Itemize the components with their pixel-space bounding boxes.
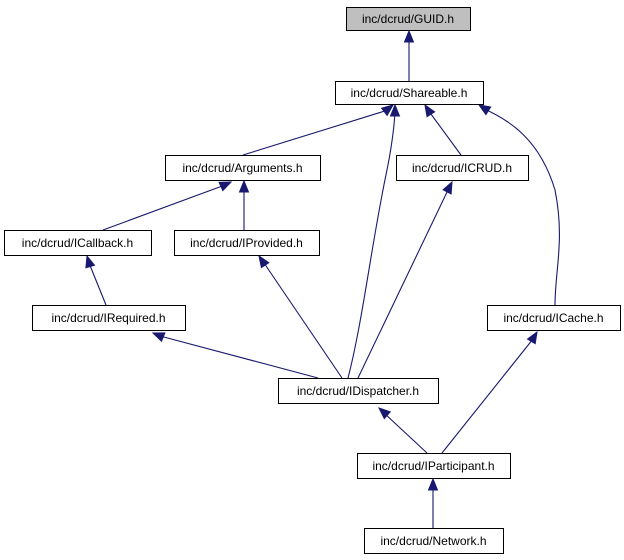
edge-icrud-to-shareable [424,103,462,156]
nodes-layer: inc/dcrud/GUID.h inc/dcrud/Shareable.h inc… [4,7,621,554]
node-label[interactable]: inc/dcrud/Network.h [380,534,486,548]
node-label[interactable]: inc/dcrud/ICRUD.h [412,161,512,175]
edge-line [88,262,107,306]
edge-idispatcher-to-irequired [151,332,319,379]
edge-icache-to-shareable [477,104,560,306]
node-guid[interactable]: inc/dcrud/GUID.h [346,7,471,31]
edge-idispatcher-to-icrud [357,180,453,379]
arrowhead-icon [477,104,492,116]
node-label[interactable]: inc/dcrud/GUID.h [362,12,454,26]
node-icrud[interactable]: inc/dcrud/ICRUD.h [396,155,529,181]
node-box[interactable] [364,528,504,554]
node-box[interactable] [278,378,439,404]
arrowhead-icon [389,103,401,117]
edge-idispatcher-to-iprovided [258,254,343,379]
arrowhead-icon [378,407,392,420]
edge-iparticipant-to-idispatcher [378,407,428,454]
node-box[interactable] [346,7,471,31]
arrowhead-icon [85,254,96,269]
edge-arguments-to-shareable [242,104,395,156]
node-label[interactable]: inc/dcrud/Shareable.h [351,86,468,100]
edge-shareable-to-guid [403,29,415,81]
node-box[interactable] [32,305,186,331]
node-icallback[interactable]: inc/dcrud/ICallback.h [4,230,152,256]
arrowhead-icon [442,180,453,195]
arrowhead-icon [380,104,395,117]
node-iparticipant[interactable]: inc/dcrud/IParticipant.h [357,453,511,479]
edge-line [263,262,343,379]
arrowhead-icon [427,477,439,491]
node-idispatcher[interactable]: inc/dcrud/IDispatcher.h [278,378,439,404]
node-network[interactable]: inc/dcrud/Network.h [364,528,504,554]
arrowhead-icon [238,179,250,193]
edges-layer [85,29,560,528]
edge-line [242,109,389,156]
edge-iprovided-to-arguments [238,179,250,230]
edge-icallback-to-arguments [102,181,233,231]
edge-line [347,111,396,379]
arrowhead-icon [151,332,166,343]
arrowhead-icon [218,181,233,192]
node-label[interactable]: inc/dcrud/IRequired.h [51,311,165,325]
edge-line [102,184,226,231]
node-iprovided[interactable]: inc/dcrud/IProvided.h [174,230,320,256]
node-label[interactable]: inc/dcrud/IDispatcher.h [297,384,419,398]
node-shareable[interactable]: inc/dcrud/Shareable.h [335,81,484,105]
node-box[interactable] [487,305,621,331]
node-irequired[interactable]: inc/dcrud/IRequired.h [32,305,186,331]
edge-idispatcher-to-shareable [347,103,401,379]
node-label[interactable]: inc/dcrud/IProvided.h [190,236,303,250]
node-box[interactable] [165,155,321,181]
node-label[interactable]: inc/dcrud/ICache.h [503,311,603,325]
arrowhead-icon [424,103,436,118]
node-label[interactable]: inc/dcrud/ICallback.h [22,236,133,250]
node-label[interactable]: inc/dcrud/Arguments.h [182,161,302,175]
edge-network-to-iparticipant [427,477,439,528]
node-box[interactable] [396,155,529,181]
node-box[interactable] [174,230,320,256]
edge-line [159,335,319,379]
edge-line [441,338,534,454]
node-box[interactable] [4,230,152,256]
node-icache[interactable]: inc/dcrud/ICache.h [487,305,621,331]
arrowhead-icon [403,29,415,43]
arrowhead-icon [258,254,270,269]
edge-irequired-to-icallback [85,254,107,306]
edge-line [427,109,462,156]
node-label[interactable]: inc/dcrud/IParticipant.h [372,459,494,473]
node-box[interactable] [357,453,511,479]
edge-line [357,189,449,379]
edge-line [481,107,560,306]
edge-iparticipant-to-icache [441,330,538,454]
node-box[interactable] [335,81,484,105]
edge-line [383,412,428,454]
node-arguments[interactable]: inc/dcrud/Arguments.h [165,155,321,181]
arrowhead-icon [526,330,538,345]
